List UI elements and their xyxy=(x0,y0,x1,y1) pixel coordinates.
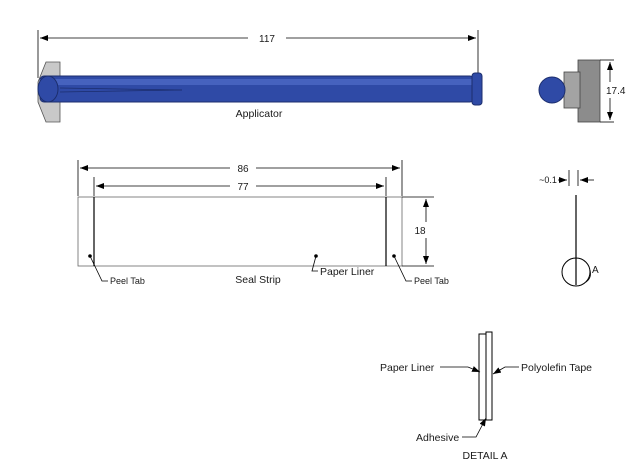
adhesive-label: Adhesive xyxy=(416,432,459,444)
applicator-slot-line xyxy=(59,87,183,91)
applicator-tip xyxy=(37,75,59,103)
dimension-86: 86 xyxy=(237,164,249,175)
applicator-slot-line xyxy=(59,89,183,93)
dimension-18: 18 xyxy=(414,226,426,237)
leader-polyolefin-tape xyxy=(492,366,519,375)
dimension-thickness: ~0.1 xyxy=(539,175,557,185)
leader-peel-tab-right xyxy=(393,255,412,282)
applicator-end-cap xyxy=(471,72,483,106)
end-view-plate xyxy=(577,59,601,123)
leader-paper-liner xyxy=(311,255,318,272)
dimension-77: 77 xyxy=(237,182,249,193)
detail-paper-liner-layer xyxy=(478,333,487,421)
detail-tape-layer xyxy=(485,331,493,421)
leader-peel-tab-left xyxy=(89,255,108,282)
leader-detail-paper-liner xyxy=(440,366,481,373)
applicator-rod-highlight xyxy=(40,79,474,85)
end-view-block xyxy=(563,71,581,109)
detail-a-title: DETAIL A xyxy=(463,450,508,462)
dimension-17-4: 17.4 xyxy=(606,86,626,97)
detail-a-view: Paper Liner Polyolefin Tape Adhesive DET… xyxy=(380,331,592,462)
peel-tab-left-label: Peel Tab xyxy=(110,276,145,286)
edge-view: ~0.1 A xyxy=(539,170,599,287)
applicator-end-view: 17.4 xyxy=(538,59,626,123)
peel-tab-right-label: Peel Tab xyxy=(414,276,449,286)
leader-adhesive xyxy=(462,417,487,438)
polyolefin-tape-label: Polyolefin Tape xyxy=(521,362,592,374)
seal-strip-outline xyxy=(77,196,403,267)
dimension-117: 117 xyxy=(259,34,275,45)
applicator-label: Applicator xyxy=(236,108,283,120)
detail-circle-arrow xyxy=(585,269,591,283)
end-view-rod xyxy=(538,76,566,104)
seal-strip-label: Seal Strip xyxy=(235,274,281,286)
paper-liner-label: Paper Liner xyxy=(320,266,375,278)
detail-marker: A xyxy=(592,265,599,276)
detail-paper-liner-label: Paper Liner xyxy=(380,362,435,374)
applicator-view: 117 Applicator xyxy=(37,30,483,123)
seal-strip-view: 86 77 18 Peel Tab Peel Tab Paper Liner S… xyxy=(77,160,449,286)
